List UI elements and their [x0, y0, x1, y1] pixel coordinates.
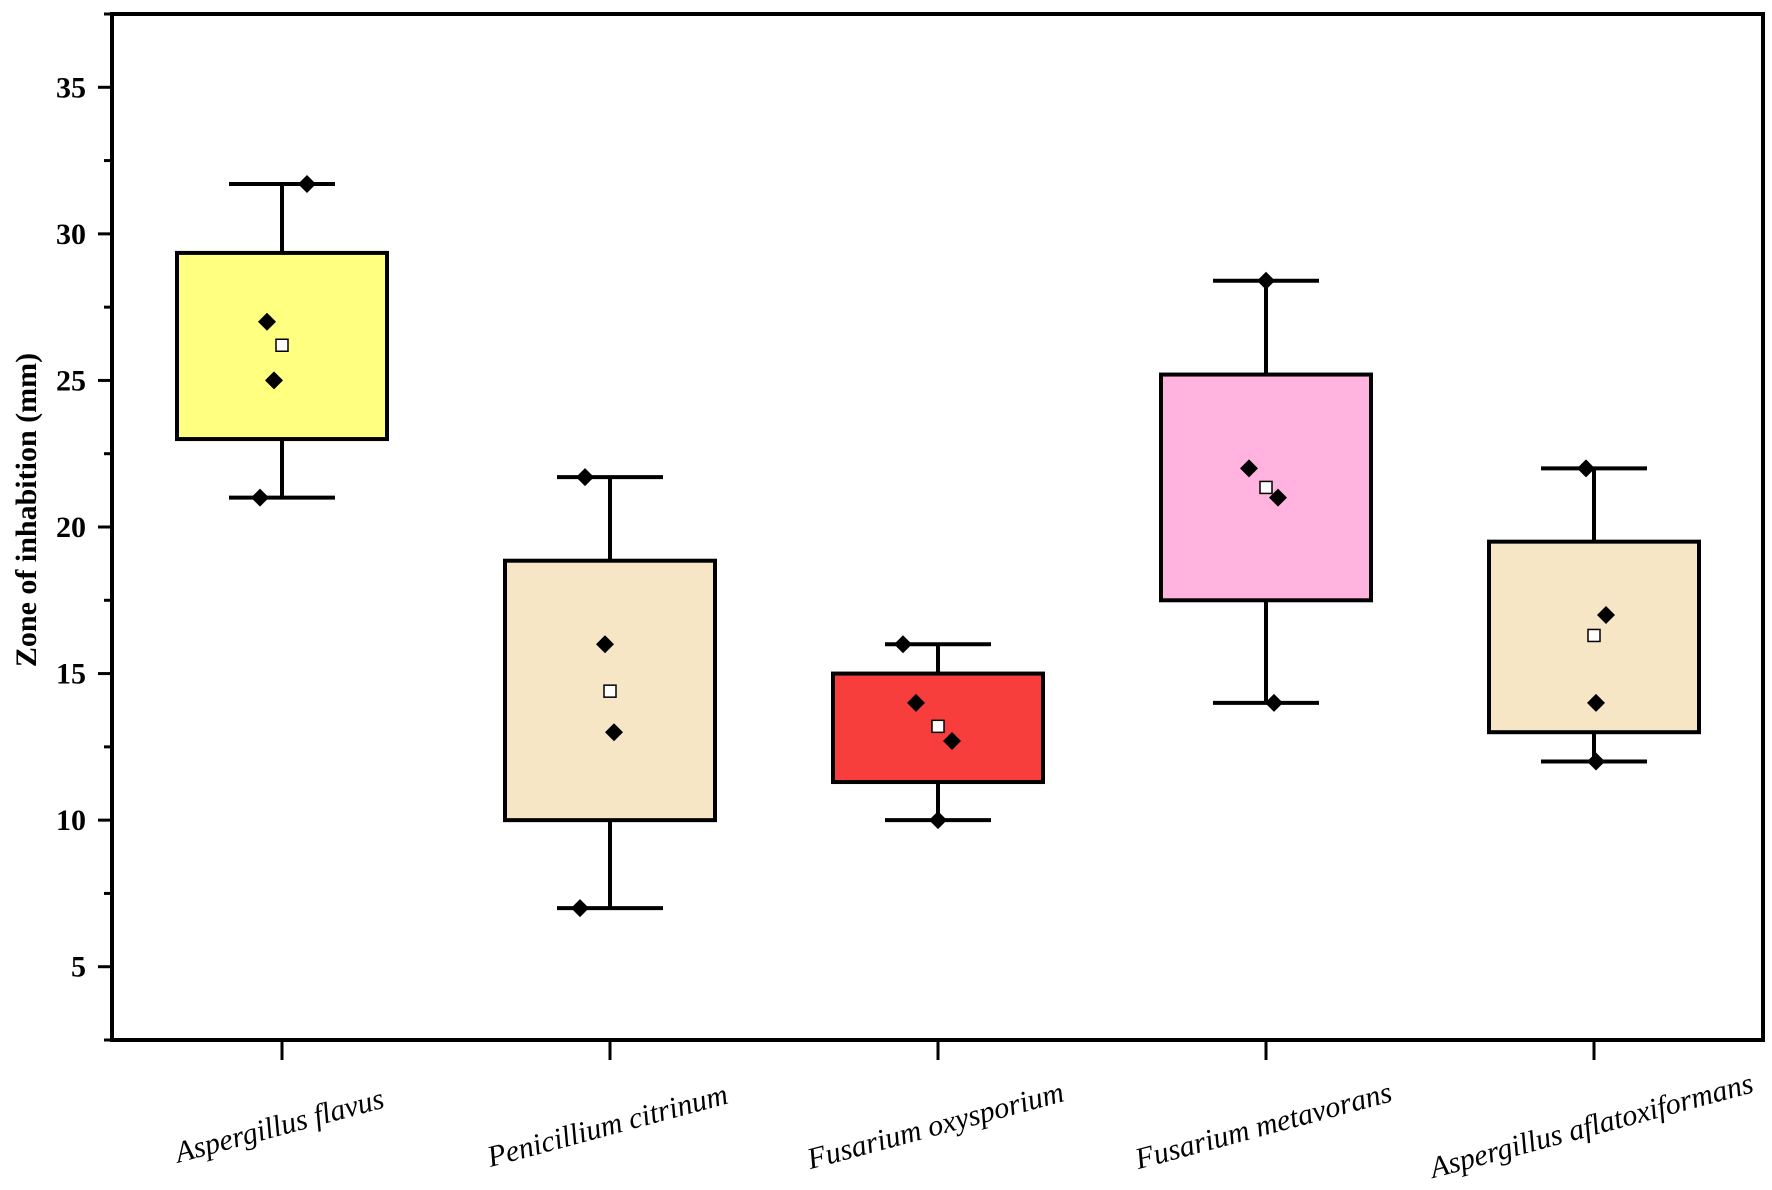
mean-marker: [931, 719, 945, 734]
x-category-label: Aspergillus flavus: [170, 1082, 388, 1170]
data-point: [1269, 488, 1287, 507]
data-point: [1587, 693, 1605, 712]
x-category-label: Fusarium oxysporium: [803, 1076, 1068, 1177]
data-point: [605, 723, 623, 742]
data-point: [596, 635, 614, 654]
y-tick-label: 25: [56, 364, 86, 397]
y-axis-title: Zone of inhabition (mm): [10, 353, 43, 667]
x-category-label: Penicillium citrinum: [483, 1078, 732, 1174]
y-tick-label: 10: [56, 804, 86, 837]
data-point: [258, 312, 276, 331]
mean-marker: [275, 338, 289, 353]
x-category-label: Fusarium metavorans: [1131, 1076, 1396, 1177]
data-point: [571, 899, 589, 918]
mean-marker: [1259, 480, 1273, 495]
plot-frame: [110, 12, 1765, 1042]
data-point: [1587, 752, 1605, 771]
data-point: [251, 488, 269, 507]
mean-marker: [1587, 628, 1601, 643]
data-point: [576, 468, 594, 487]
y-tick-label: 30: [56, 218, 86, 251]
data-point: [265, 371, 283, 390]
data-point: [894, 635, 912, 654]
data-point: [929, 811, 947, 830]
y-tick-label: 5: [71, 951, 86, 984]
data-point: [1240, 459, 1258, 478]
y-tick-label: 15: [56, 658, 86, 691]
data-point: [907, 693, 925, 712]
data-point: [1597, 605, 1615, 624]
data-point: [943, 731, 961, 750]
y-tick-label: 35: [56, 71, 86, 104]
data-point: [298, 175, 316, 194]
mean-marker: [603, 684, 617, 698]
data-point: [1577, 459, 1595, 478]
x-category-label: Aspergillus aflatoxiformans: [1424, 1067, 1756, 1186]
box: [831, 671, 1045, 785]
y-tick-label: 20: [56, 511, 86, 544]
data-point: [1265, 693, 1283, 712]
data-point: [1257, 271, 1275, 290]
